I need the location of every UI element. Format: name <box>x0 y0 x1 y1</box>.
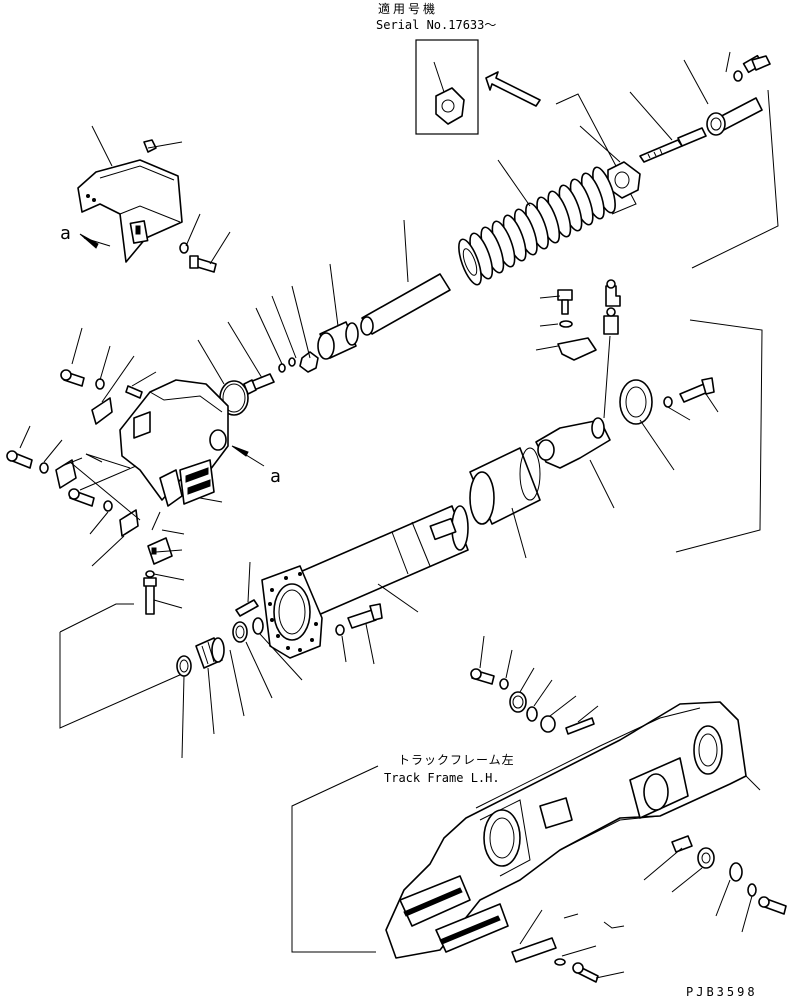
bolt-icon <box>742 54 771 74</box>
track-frame-icon <box>385 701 761 959</box>
cylinder-icon <box>299 505 469 617</box>
cover-part-icon <box>557 337 597 361</box>
washer-icon <box>499 678 509 690</box>
bolt-icon <box>60 369 85 387</box>
rod-icon <box>360 273 451 336</box>
track-frame-label-en: Track Frame L.H. <box>384 771 500 785</box>
applicability-arrow-icon <box>485 71 541 107</box>
seal-ring-icon <box>729 862 743 882</box>
spring-icon <box>458 166 616 286</box>
spring-coil <box>458 238 482 286</box>
bolt-icon <box>572 962 599 983</box>
rod-icon <box>639 127 707 163</box>
bolt-icon <box>6 450 33 469</box>
bolt-icon <box>143 577 157 615</box>
cover-part-icon <box>91 397 113 425</box>
bolt-icon <box>125 385 143 399</box>
yoke-icon <box>535 417 611 469</box>
seal-ring-icon <box>619 379 653 425</box>
washer-icon <box>747 883 757 897</box>
nut-block-icon <box>299 351 319 373</box>
flange-icon <box>261 565 323 659</box>
cover-part-icon <box>119 509 139 537</box>
bushing-icon <box>697 847 715 869</box>
bolt-icon <box>189 255 217 273</box>
view-arrow-icon <box>79 233 99 249</box>
bolt-icon <box>68 488 95 507</box>
seal-ring-icon <box>526 706 538 722</box>
grease-fitting-icon <box>605 279 621 307</box>
applicability-inset <box>415 39 479 135</box>
bolt-icon <box>557 289 573 315</box>
washer-icon <box>145 570 155 578</box>
grease-fitting-icon <box>603 307 619 335</box>
idler-cover: a <box>60 125 231 273</box>
bolt-icon <box>347 603 383 629</box>
applicability-title: 適用号機 <box>378 1 438 16</box>
spring-end <box>462 248 478 276</box>
seal-ring-icon <box>232 621 248 643</box>
washer-icon <box>103 500 113 512</box>
rod-icon <box>565 717 595 735</box>
track-frame-hardware <box>470 635 787 983</box>
applicability-serial: Serial No.17633～ <box>376 18 496 32</box>
track-frame-bracket <box>291 765 379 953</box>
recoil-cylinder-parts <box>535 279 763 553</box>
bolt-icon <box>679 377 715 403</box>
view-marker-upper: a <box>60 223 71 244</box>
cylinder-icon <box>317 321 359 360</box>
washer-icon <box>559 320 573 328</box>
cylinder-icon <box>706 97 763 136</box>
rod-icon <box>235 599 259 617</box>
seal-ring-row <box>176 617 303 759</box>
washer-icon <box>335 624 345 636</box>
bolt-icon <box>758 896 787 915</box>
washer-icon <box>278 357 296 373</box>
nut-block-icon <box>435 87 465 125</box>
bolt-icon <box>143 139 157 153</box>
drawing-code: PJB3598 <box>686 985 758 999</box>
cover-part-icon <box>77 159 183 263</box>
bushing-icon <box>540 715 556 733</box>
idler-yoke: a <box>6 327 281 615</box>
washer-icon <box>663 396 673 408</box>
washer-icon <box>554 958 566 966</box>
washer-icon <box>95 378 105 390</box>
nut-block-icon <box>147 537 173 565</box>
rod-icon <box>671 835 693 853</box>
seal-ring-icon <box>252 617 264 635</box>
bushing-icon <box>469 447 541 525</box>
nut-block-icon <box>509 691 527 713</box>
washer-icon <box>733 70 743 82</box>
cover-part-icon <box>55 459 77 489</box>
view-marker-lower: a <box>270 466 281 487</box>
washer-icon <box>39 462 49 474</box>
idler-tube-assembly <box>59 447 541 729</box>
cover-part-icon <box>511 937 557 963</box>
spring-icon <box>195 637 225 669</box>
track-frame-label-jp: トラックフレーム左 <box>398 752 515 767</box>
bolt-icon <box>243 373 275 395</box>
seal-ring-icon <box>176 655 192 677</box>
yoke-icon <box>119 379 229 507</box>
recoil-spring-assembly <box>197 51 779 416</box>
bolt-icon <box>470 668 495 685</box>
